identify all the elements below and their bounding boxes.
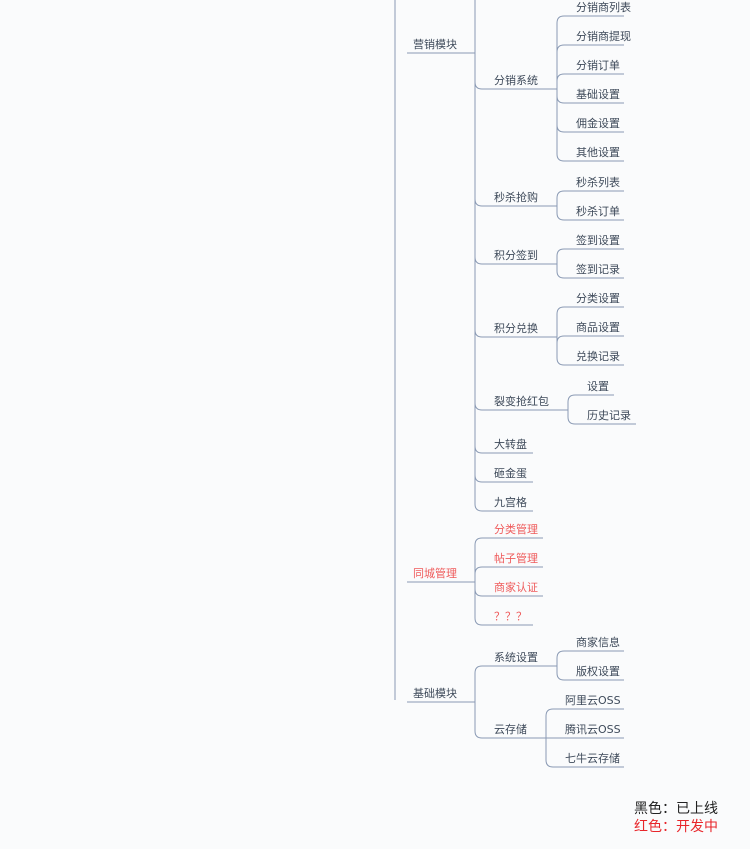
edge-fission-to-fission-history [567, 410, 581, 425]
node-dist-basic: 基础设置 [576, 88, 620, 101]
node-wheel: 大转盘 [494, 437, 527, 451]
node-distribution: 分销系统 [494, 73, 538, 87]
edge-points-exchange-to-category-settings [556, 306, 570, 337]
edge-marketing-to-points-exchange [474, 53, 488, 338]
node-dist-list: 分销商列表 [576, 0, 631, 14]
edge-basic-to-cloud-storage [474, 702, 488, 739]
edge-points-exchange-to-exchange-records [556, 337, 570, 366]
node-local-merchant: 商家认证 [494, 580, 538, 594]
node-nine-grid: 九宫格 [494, 495, 527, 509]
node-tencent: 腾讯云OSS [565, 722, 621, 736]
node-local-category: 分类管理 [494, 522, 538, 536]
edge-local-to-local-merchant [474, 582, 488, 597]
edge-local-to-local-posts [474, 566, 488, 582]
node-copyright: 版权设置 [576, 664, 620, 678]
node-points-signin: 积分签到 [494, 248, 538, 262]
edge-distribution-to-dist-list [556, 15, 570, 89]
node-exchange-records: 兑换记录 [576, 349, 620, 363]
edge-marketing-to-wheel [474, 53, 488, 454]
node-system-settings: 系统设置 [494, 651, 538, 664]
node-merchant-info: 商家信息 [576, 635, 620, 649]
node-golden-egg: 砸金蛋 [494, 466, 527, 480]
node-fission-settings: 设置 [587, 380, 609, 393]
node-dist-withdraw: 分销商提现 [576, 29, 631, 43]
edge-points-exchange-to-product-settings [556, 335, 570, 344]
edge-marketing-to-nine-grid [474, 53, 488, 512]
node-fission-history: 历史记录 [587, 409, 631, 422]
node-local-unknown: ？？？ [494, 610, 527, 623]
node-category-settings: 分类设置 [576, 291, 620, 305]
edge-cloud-storage-to-qiniu [545, 738, 559, 768]
edge-cloud-storage-to-aliyun [545, 708, 559, 738]
node-seckill-order: 秒杀订单 [576, 204, 620, 218]
node-seckill-list: 秒杀列表 [576, 175, 620, 189]
node-dist-other: 其他设置 [576, 146, 620, 159]
edge-local-to-local-category [474, 537, 488, 582]
edge-system-settings-to-copyright [556, 666, 570, 681]
edge-seckill-to-seckill-list [556, 190, 570, 206]
node-qiniu: 七牛云存储 [565, 751, 620, 765]
edge-fission-to-fission-settings [567, 394, 581, 410]
node-points-exchange: 积分兑换 [494, 321, 538, 335]
edge-local-to-local-unknown [474, 582, 488, 626]
node-dist-order: 分销订单 [576, 58, 620, 72]
edge-marketing-to-distribution [474, 53, 488, 90]
node-signin-records: 签到记录 [576, 262, 620, 276]
edge-marketing-to-golden-egg [474, 53, 488, 483]
node-aliyun: 阿里云OSS [565, 694, 621, 707]
edge-distribution-to-dist-commission [556, 89, 570, 133]
connector-lines [394, 0, 636, 768]
node-local: 同城管理 [413, 566, 457, 580]
legend-online: 黑色：已上线 [634, 801, 718, 817]
edge-distribution-to-dist-order [556, 73, 570, 89]
node-product-settings: 商品设置 [576, 320, 620, 334]
edge-distribution-to-dist-withdraw [556, 44, 570, 89]
edge-points-signin-to-signin-settings [556, 248, 570, 264]
node-fission: 裂变抢红包 [494, 394, 549, 408]
node-local-posts: 帖子管理 [494, 551, 538, 565]
edge-points-signin-to-signin-records [556, 264, 570, 279]
legend-in-development: 红色：开发中 [634, 819, 718, 835]
node-basic: 基础模块 [413, 687, 457, 700]
node-dist-commission: 佣金设置 [576, 116, 620, 130]
node-marketing: 营销模块 [413, 37, 457, 51]
edge-marketing-to-seckill [474, 53, 488, 207]
edge-marketing-to-points-signin [474, 53, 488, 265]
edge-distribution-to-dist-other [556, 89, 570, 162]
edge-system-settings-to-merchant-info [556, 650, 570, 666]
edge-basic-to-system-settings [474, 665, 488, 702]
edge-marketing-to-fission [474, 53, 488, 411]
node-seckill: 秒杀抢购 [494, 190, 538, 204]
node-cloud-storage: 云存储 [494, 722, 527, 736]
edge-distribution-to-dist-basic [556, 89, 570, 104]
node-signin-settings: 签到设置 [576, 233, 620, 247]
edge-seckill-to-seckill-order [556, 206, 570, 221]
